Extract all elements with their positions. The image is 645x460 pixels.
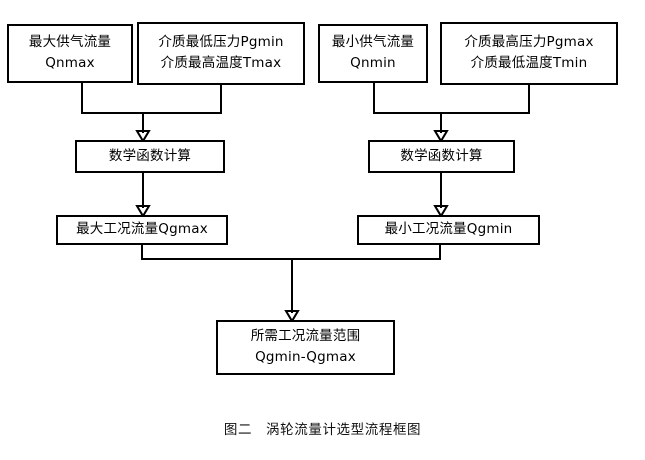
edge-qnmax-merge [81,83,143,114]
node-math-function-right: 数学函数计算 [368,140,515,173]
node-qnmax-line2: Qnmax [45,55,95,71]
node-max-pressure-min-temp: 介质最高压力Pgmax 介质最低温度Tmin [440,22,618,85]
node-math-left-label: 数学函数计算 [108,147,192,164]
node-qgmax-label: 最大工况流量Qgmax [76,221,208,238]
edge-qnmin-merge [373,83,441,114]
node-required-flow-range: 所需工况流量范围 Qgmin-Qgmax [216,320,395,375]
node-range-line1: 所需工况流量范围 [250,328,361,345]
node-math-function-left: 数学函数计算 [75,140,225,173]
node-math-right-label: 数学函数计算 [400,147,483,164]
node-pgmin-line1: 介质最低压力Pgmin [158,34,284,51]
node-min-working-flow: 最小工况流量Qgmin [357,215,540,245]
node-min-supply-flow: 最小供气流量 Qnmin [318,24,428,83]
edge-pgmin-merge [143,85,222,114]
node-qnmin-line1: 最小供气流量 [331,34,415,51]
node-max-working-flow: 最大工况流量Qgmax [56,215,228,245]
node-qnmax-line1: 最大供气流量 [28,34,112,51]
node-pgmax-line2: 介质最低温度Tmin [470,55,588,71]
edge-qgmax-bottom-merge [141,245,292,260]
node-range-line2: Qgmin-Qgmax [255,349,356,365]
node-pgmax-line1: 介质最高压力Pgmax [464,34,594,51]
node-qnmin-line2: Qnmin [350,55,396,71]
node-min-pressure-max-temp: 介质最低压力Pgmin 介质最高温度Tmax [137,22,305,85]
node-qgmin-label: 最小工况流量Qgmin [384,221,513,238]
edge-pgmax-merge [441,85,530,114]
figure-caption: 图二涡轮流量计选型流程框图 [0,418,645,438]
figure-caption-label: 图二 [223,422,253,438]
node-pgmin-line2: 介质最高温度Tmax [160,55,282,71]
edge-qgmin-bottom-merge [292,245,441,260]
node-max-supply-flow: 最大供气流量 Qnmax [7,24,133,83]
figure-caption-title: 涡轮流量计选型流程框图 [266,422,422,438]
